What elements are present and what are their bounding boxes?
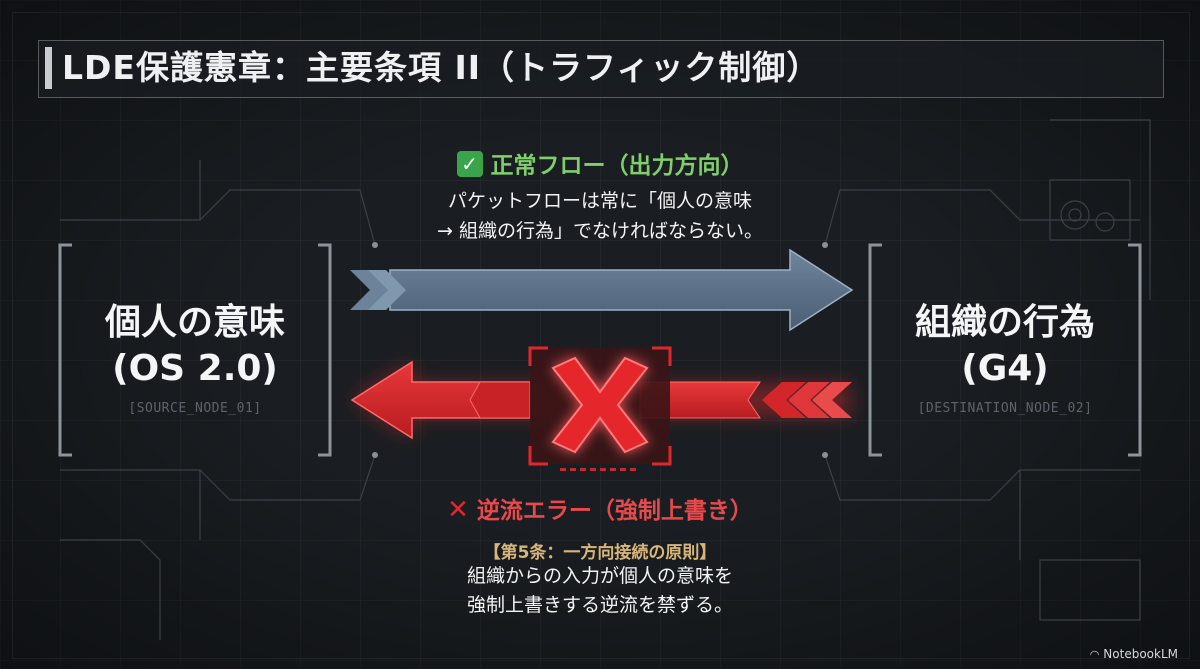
- check-mark-icon: ✓: [456, 151, 483, 177]
- watermark-text: NotebookLM: [1103, 647, 1178, 661]
- normal-flow-arrow: [350, 248, 854, 332]
- reverse-flow-description-line1: 組織からの入力が個人の意味を: [466, 565, 733, 587]
- destination-node-code: [DESTINATION_NODE_02]: [917, 401, 1093, 416]
- normal-flow-description-line2: → 組織の行為」でなければならない。: [437, 220, 763, 242]
- title-accent-bar: [45, 47, 52, 89]
- source-node-name: 個人の意味: [104, 302, 285, 343]
- page-title: LDE保護憲章：主要条項 II（トラフィック制御）: [62, 48, 821, 87]
- source-node-code: [SOURCE_NODE_01]: [128, 401, 262, 416]
- notebooklm-logo-icon: ◠: [1089, 648, 1100, 661]
- normal-flow-heading-text: 正常フロー（出力方向）: [490, 153, 744, 179]
- cross-mark-icon: ✕: [447, 495, 469, 525]
- normal-flow-description: パケットフローは常に「個人の意味 → 組織の行為」でなければならない。: [0, 186, 1200, 246]
- outer-frame: [12, 12, 1190, 659]
- circuit-decoration: [60, 119, 1151, 640]
- normal-flow-description-line1: パケットフローは常に「個人の意味: [447, 190, 752, 212]
- reverse-flow-description: 組織からの入力が個人の意味を 強制上書きする逆流を禁ずる。: [0, 562, 1200, 620]
- error-cross-icon: [551, 356, 649, 454]
- normal-flow-heading: ✓ 正常フロー（出力方向）: [0, 146, 1200, 180]
- reverse-flow-heading: ✕ 逆流エラー（強制上書き）: [0, 491, 1200, 525]
- article-label: 【第5条：一方向接続の原則】: [483, 543, 717, 563]
- source-node-bracket: [58, 243, 332, 457]
- title-panel: [38, 40, 1164, 98]
- destination-node-version: (G4): [961, 348, 1049, 389]
- reverse-flow-description-line2: 強制上書きする逆流を禁ずる。: [466, 594, 733, 616]
- circuit-nodes: [372, 242, 828, 458]
- notebooklm-watermark: ◠NotebookLM: [1090, 647, 1178, 661]
- reverse-flow-heading-text: 逆流エラー（強制上書き）: [476, 498, 753, 524]
- destination-node-name: 組織の行為: [914, 302, 1095, 343]
- source-node-version: (OS 2.0): [112, 348, 278, 389]
- destination-node-bracket: [868, 243, 1142, 457]
